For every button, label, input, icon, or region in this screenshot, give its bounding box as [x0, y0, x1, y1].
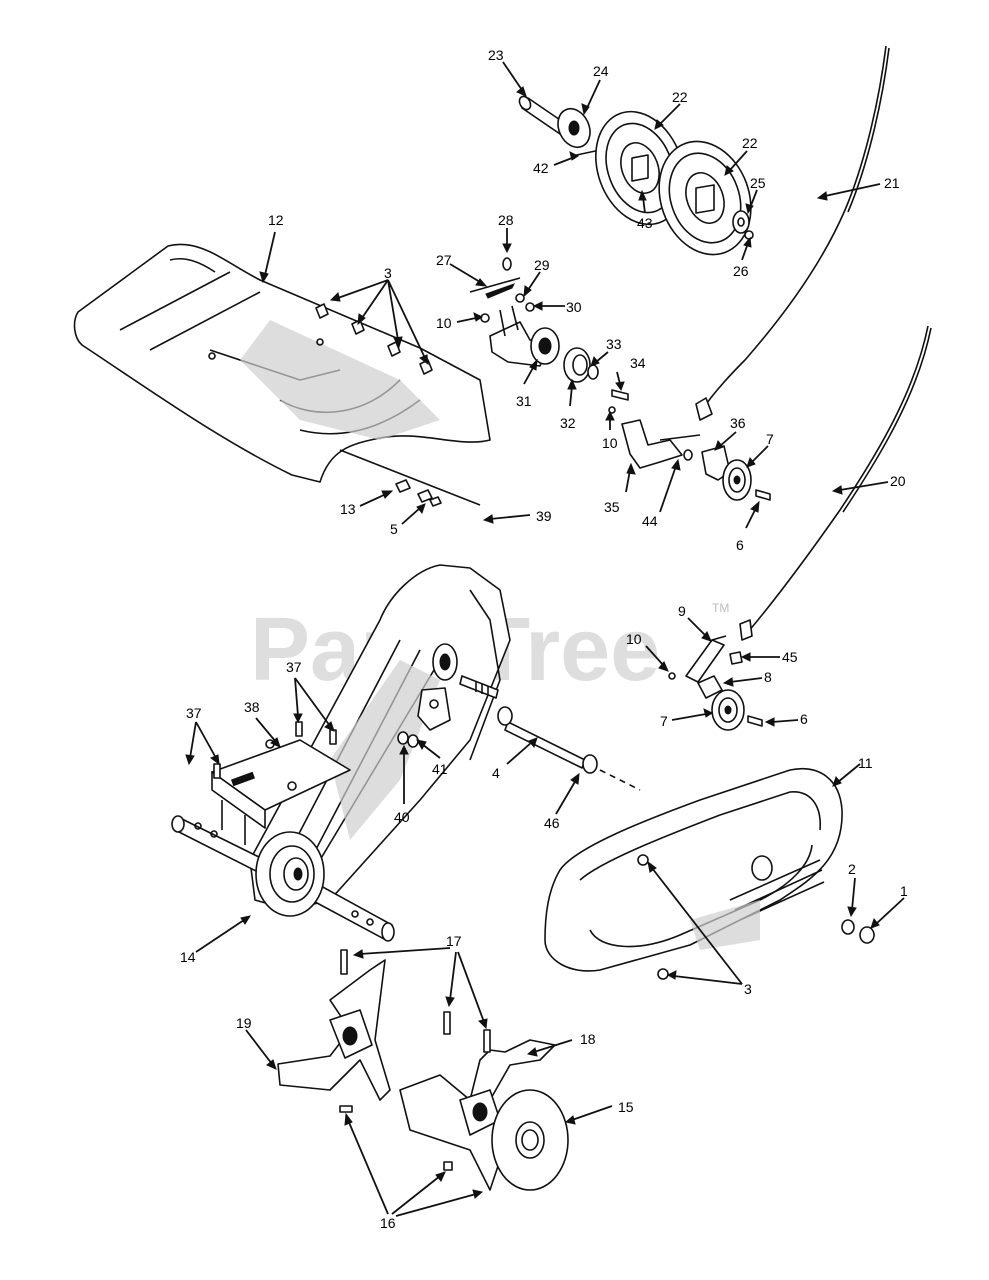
- part-13-5-hardware: [395, 479, 442, 507]
- callout-37-top: 37: [286, 659, 302, 675]
- callout-3-guard: 3: [384, 265, 392, 281]
- callout-34: 34: [630, 355, 646, 371]
- callout-20: 20: [890, 473, 906, 489]
- callout-42: 42: [533, 160, 549, 176]
- part-45-nut: [729, 651, 743, 665]
- part-40-nut: [397, 731, 409, 745]
- callout-6-upper: 6: [736, 537, 744, 553]
- callout-5: 5: [390, 521, 398, 537]
- callout-44: 44: [642, 513, 658, 529]
- callout-18: 18: [580, 1031, 596, 1047]
- part-2-washer: [841, 919, 855, 935]
- callout-39: 39: [536, 508, 552, 524]
- callout-23: 23: [488, 47, 504, 63]
- callout-16: 16: [380, 1215, 396, 1231]
- callout-14: 14: [180, 949, 196, 965]
- part-25-washer: [732, 210, 750, 234]
- callout-28: 28: [498, 212, 514, 228]
- callout-30: 30: [566, 299, 582, 315]
- callout-41: 41: [432, 761, 448, 777]
- callout-7-upper: 7: [766, 431, 774, 447]
- cable-20: [739, 325, 932, 641]
- part-19-tine-left: [277, 959, 391, 1101]
- tine-shaft: [171, 815, 395, 942]
- part-7-idler-upper: [722, 459, 752, 501]
- callout-1: 1: [900, 883, 908, 899]
- part-12-belt-guard: [73, 243, 491, 506]
- callout-19: 19: [236, 1015, 252, 1031]
- part-1-nut: [859, 926, 875, 944]
- callout-22-front: 22: [672, 89, 688, 105]
- part-41-washer: [407, 734, 419, 748]
- callout-4: 4: [492, 765, 500, 781]
- part-15-shield-disc: [491, 1089, 569, 1191]
- callout-22-rear: 22: [742, 135, 758, 151]
- callout-37-left: 37: [186, 705, 202, 721]
- callout-27: 27: [436, 252, 452, 268]
- callout-33: 33: [606, 336, 622, 352]
- part-34-bolt: [611, 389, 629, 401]
- callout-arrows: [185, 61, 905, 1217]
- callout-9: 9: [678, 603, 686, 619]
- part-14-chain-case: [249, 564, 511, 911]
- callout-15: 15: [618, 1099, 634, 1115]
- callout-2: 2: [848, 861, 856, 877]
- callout-7-lower: 7: [660, 713, 668, 729]
- idler-bracket-assembly: [469, 257, 560, 367]
- part-3-screw-cover: [657, 968, 669, 980]
- callout-13: 13: [340, 501, 356, 517]
- part-26-nut: [744, 230, 754, 240]
- callout-labels: 23 24 22 42 22 25 43 26 21 12 28 27 29 3…: [180, 47, 908, 1231]
- part-7-idler-lower: [711, 689, 745, 731]
- pulley-assembly: [518, 95, 754, 256]
- callout-21: 21: [884, 175, 900, 191]
- part-32-pulley: [563, 347, 599, 383]
- callout-3-cover: 3: [744, 981, 752, 997]
- callout-26: 26: [733, 263, 749, 279]
- callout-11: 11: [858, 755, 873, 771]
- callout-43: 43: [637, 215, 653, 231]
- callout-12: 12: [268, 212, 284, 228]
- callout-6-lower: 6: [800, 711, 808, 727]
- callout-25: 25: [750, 175, 766, 191]
- callout-45: 45: [782, 649, 798, 665]
- callout-10-middle: 10: [602, 435, 618, 451]
- callout-38: 38: [244, 699, 260, 715]
- cable-21: [695, 45, 890, 421]
- part-4-bolt: [497, 706, 598, 774]
- part-17-pins: [340, 949, 491, 1053]
- callout-24: 24: [593, 63, 609, 79]
- part-35-bracket: [621, 419, 701, 469]
- part-38-plate: [211, 739, 351, 845]
- part-16-clips: [339, 1105, 453, 1171]
- callout-46: 46: [544, 815, 560, 831]
- part-9-lever: [685, 635, 727, 683]
- part-46-nut: [582, 754, 598, 774]
- callout-35: 35: [604, 499, 620, 515]
- callout-40: 40: [394, 809, 410, 825]
- part-11-cover: [544, 768, 843, 972]
- callout-17: 17: [446, 933, 462, 949]
- part-18-tine-right: [399, 1039, 556, 1191]
- part-8-spacer: [697, 675, 723, 699]
- callout-8: 8: [764, 669, 772, 685]
- callout-10-upper: 10: [436, 315, 452, 331]
- callout-10-lower: 10: [626, 631, 642, 647]
- callout-29: 29: [534, 257, 550, 273]
- part-3-screws-guard: [315, 303, 433, 375]
- callout-31: 31: [516, 393, 532, 409]
- watermark-tm: TM: [712, 601, 729, 615]
- callout-32: 32: [560, 415, 576, 431]
- part-24-hub: [557, 107, 591, 149]
- callout-36: 36: [730, 415, 746, 431]
